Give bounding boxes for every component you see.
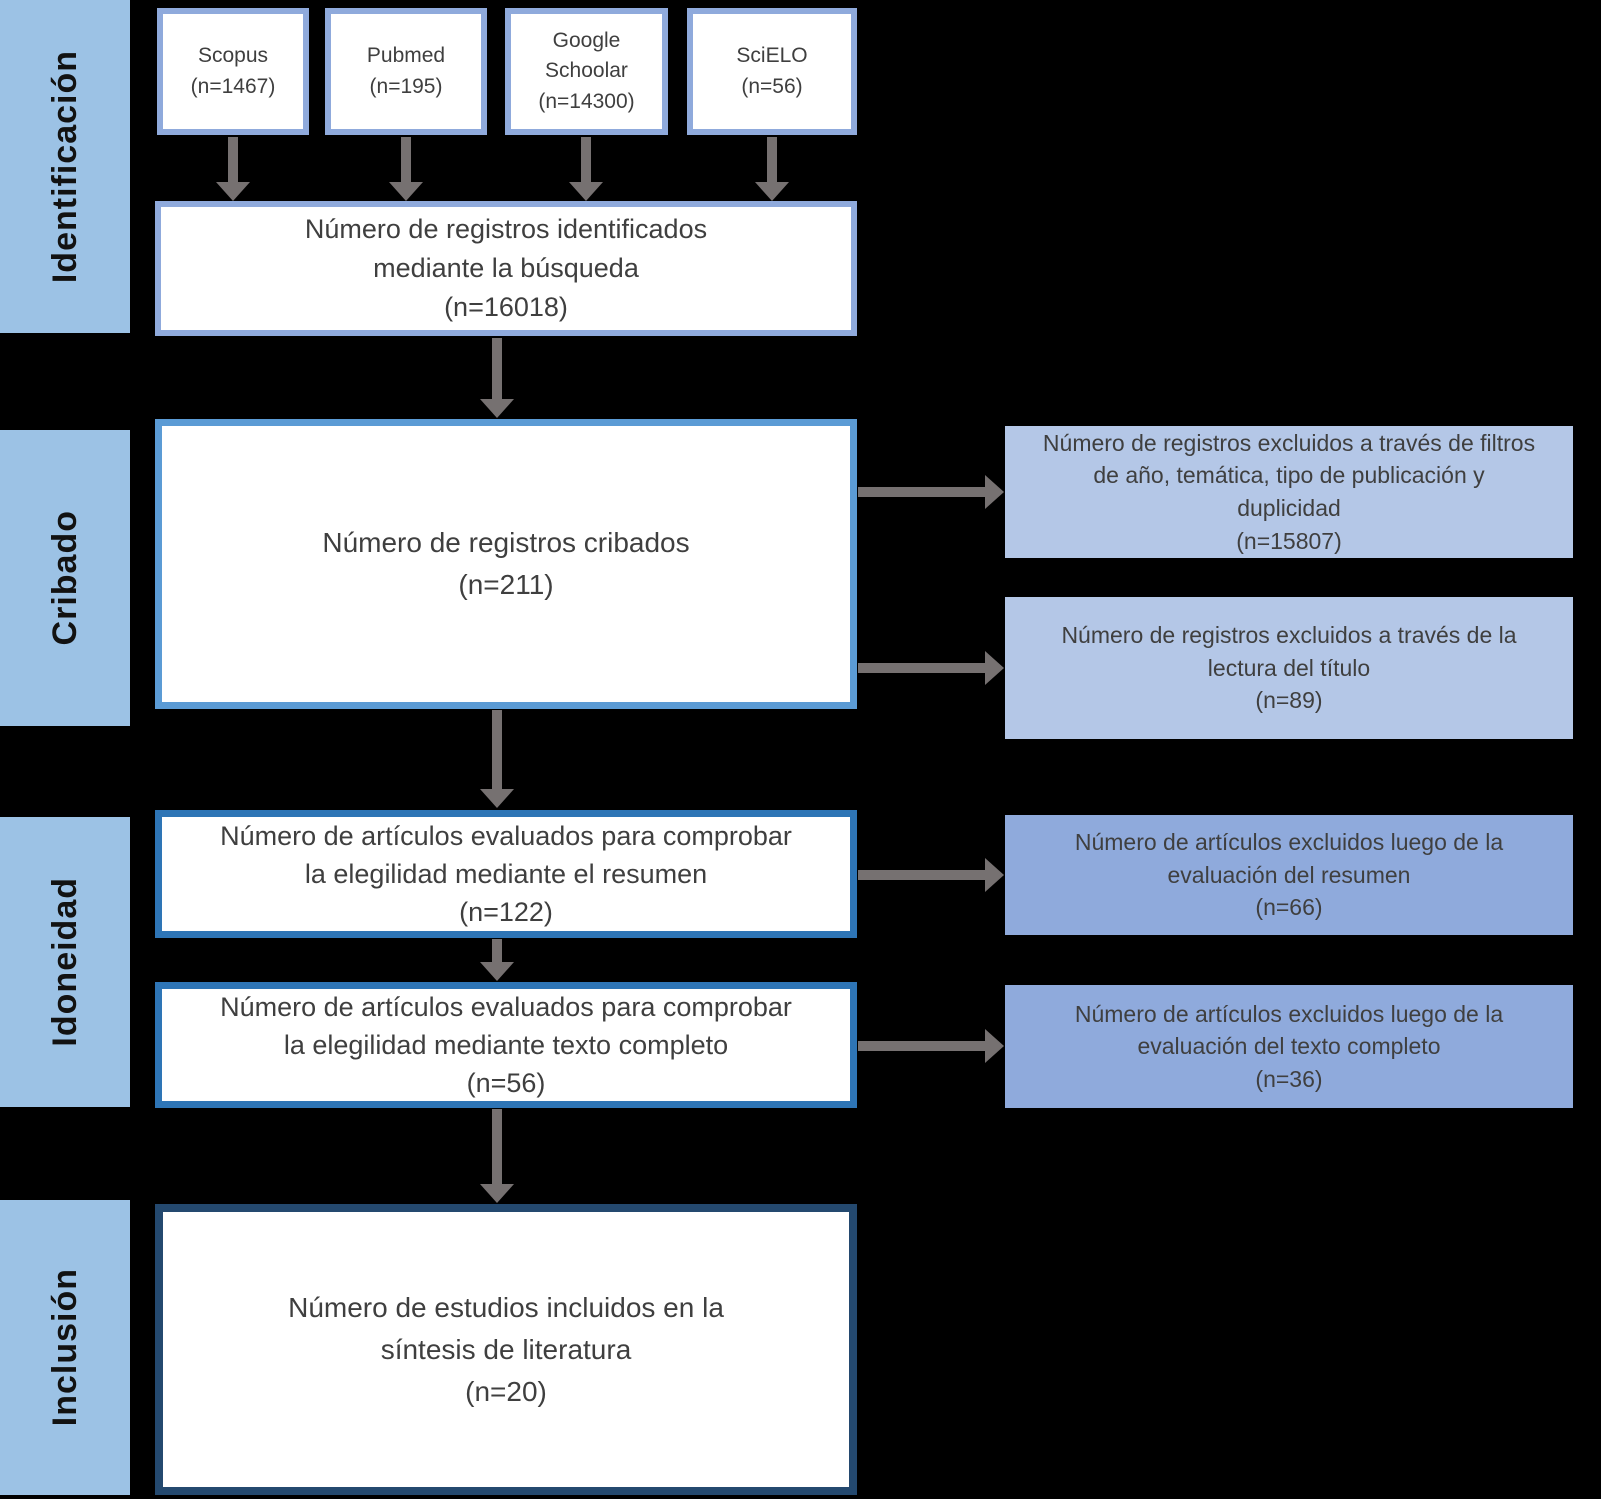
- excluded-fulltext-text: Número de artículos excluidos luego de l…: [1074, 1000, 1504, 1092]
- excluded-title-box: Número de registros excluidos a través d…: [1005, 597, 1573, 739]
- stage-band-idoneidad: Idoneidad: [0, 817, 130, 1107]
- stage-label-idoneidad: Idoneidad: [45, 877, 84, 1047]
- source-box-scopus: Scopus(n=1467): [157, 8, 309, 135]
- arrow-identified-to-screened: [480, 338, 514, 418]
- arrow-abstract-to-fulltext: [480, 939, 514, 981]
- excluded-fulltext-box: Número de artículos excluidos luego de l…: [1005, 985, 1573, 1108]
- stage-label-cribado: Cribado: [45, 510, 84, 646]
- excluded-abstract-text: Número de artículos excluidos luego de l…: [1074, 829, 1504, 921]
- source-box-scielo: SciELO(n=56): [687, 8, 857, 135]
- source-box-text: SciELO(n=56): [736, 44, 808, 98]
- arrow-scielo-down: [755, 137, 789, 201]
- stage-label-inclusion: Inclusión: [45, 1268, 84, 1427]
- source-box-pubmed: Pubmed(n=195): [325, 8, 487, 135]
- source-box-text: Google Schoolar(n=14300): [538, 28, 635, 113]
- arrow-google-down: [569, 137, 603, 201]
- arrow-scopus-down: [216, 137, 250, 201]
- identified-records-text: Número de registros identificados median…: [304, 213, 708, 323]
- arrow-pubmed-down: [389, 137, 423, 201]
- source-box-text: Scopus(n=1467): [190, 44, 276, 98]
- excluded-abstract-box: Número de artículos excluidos luego de l…: [1005, 815, 1573, 935]
- included-studies-text: Número de estudios incluidos en la sínte…: [288, 1291, 724, 1407]
- stage-label-identificacion: Identificación: [45, 49, 84, 284]
- arrow-screened-to-abstract: [480, 710, 514, 808]
- abstract-eligibility-text: Número de artículos evaluados para compr…: [220, 820, 792, 928]
- stage-band-identificacion: Identificación: [0, 0, 130, 333]
- arrow-excluded-abstract: [858, 858, 1004, 892]
- stage-band-cribado: Cribado: [0, 430, 130, 726]
- stage-band-inclusion: Inclusión: [0, 1200, 130, 1495]
- arrow-fulltext-to-included: [480, 1109, 514, 1203]
- excluded-filters-text: Número de registros excluidos a través d…: [1042, 429, 1536, 554]
- identified-records-box: Número de registros identificados median…: [155, 201, 857, 336]
- fulltext-eligibility-box: Número de artículos evaluados para compr…: [155, 982, 857, 1108]
- screened-records-box: Número de registros cribados (n=211): [155, 419, 857, 709]
- excluded-filters-box: Número de registros excluidos a través d…: [1005, 426, 1573, 558]
- screened-records-text: Número de registros cribados (n=211): [322, 527, 690, 600]
- excluded-title-text: Número de registros excluidos a través d…: [1061, 622, 1517, 714]
- arrow-excluded-filters: [858, 475, 1004, 509]
- source-box-text: Pubmed(n=195): [366, 44, 446, 98]
- arrow-excluded-title: [858, 651, 1004, 685]
- fulltext-eligibility-text: Número de artículos evaluados para compr…: [220, 991, 792, 1099]
- arrow-excluded-fulltext: [858, 1029, 1004, 1063]
- source-box-google-schoolar: Google Schoolar(n=14300): [505, 8, 668, 135]
- included-studies-box: Número de estudios incluidos en la sínte…: [155, 1204, 857, 1495]
- abstract-eligibility-box: Número de artículos evaluados para compr…: [155, 810, 857, 938]
